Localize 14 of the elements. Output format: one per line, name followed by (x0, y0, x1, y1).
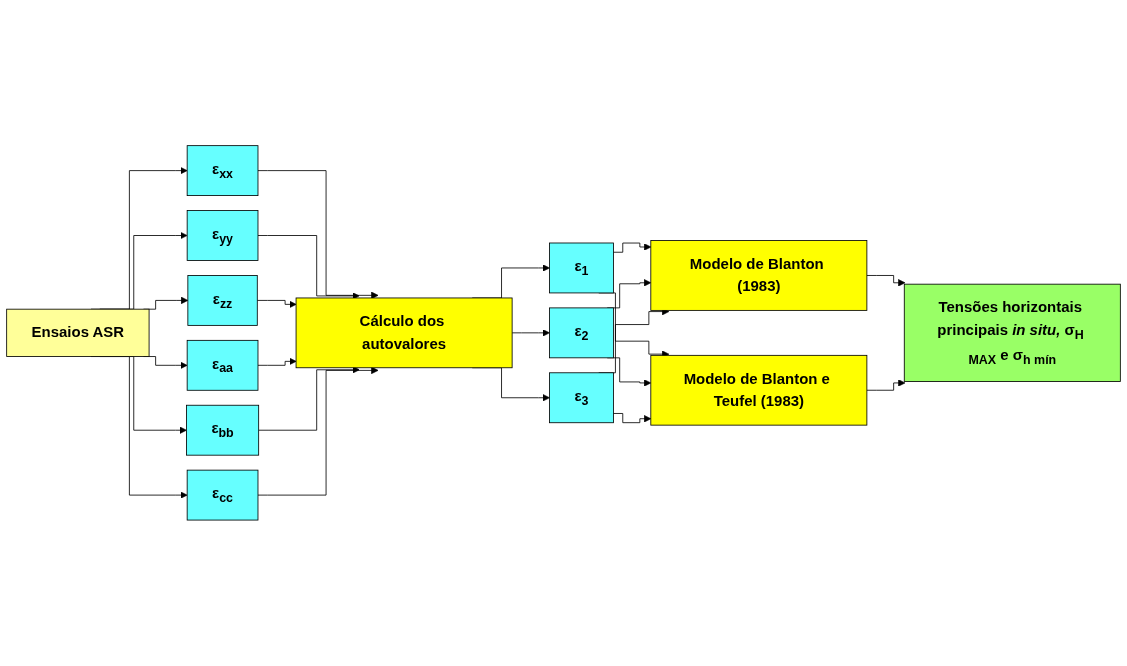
node-box: ε$_{1}$ (549, 242, 614, 294)
node-box: Cálculo dos autovalores (295, 297, 513, 369)
node-box: ε$_{2}$ (549, 307, 614, 359)
node-box: ε$_{cc}$ (186, 469, 259, 521)
node-box: Ensaios ASR (6, 308, 150, 358)
node-box: ε$_{xx}$ (186, 145, 259, 197)
node-box: ε$_{zz}$ (187, 275, 258, 326)
node-box: Modelo de Blanton e Teufel (1983) (650, 355, 868, 426)
node-box: ε$_{aa}$ (186, 340, 259, 391)
node-box: ε$_{3}$ (549, 372, 614, 424)
node-box: Tensões horizontais principais in situ, σ$_{H}$ $_{MAX}$ e σ$_{h mín}$ (903, 283, 1121, 383)
node-box: Modelo de Blanton (1983) (650, 240, 868, 311)
node-box: ε$_{bb}$ (186, 404, 260, 456)
node-box: ε$_{yy}$ (186, 210, 259, 262)
